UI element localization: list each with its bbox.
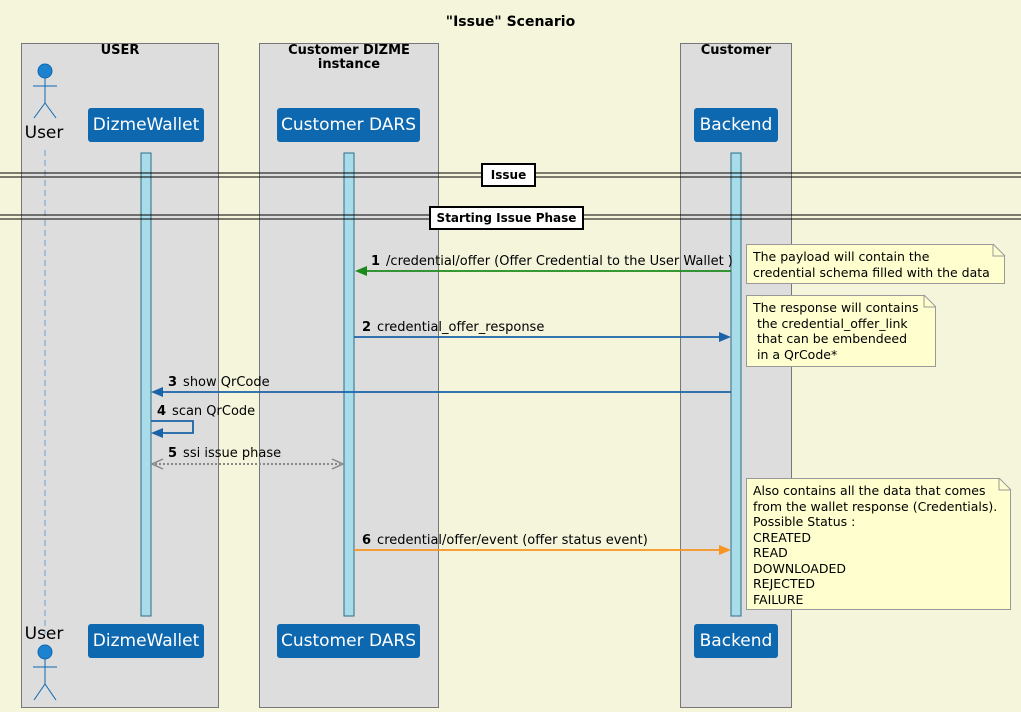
- note-response: The response will contains the credentia…: [746, 295, 936, 367]
- diagram-title: "Issue" Scenario: [445, 14, 576, 30]
- participant-wallet-bottom: DizmeWallet: [88, 624, 204, 658]
- box-user: USER: [21, 43, 219, 708]
- participant-backend-top: Backend: [694, 108, 778, 142]
- msg-3-num: 3: [168, 375, 178, 390]
- arrow-msg-4: [151, 420, 194, 438]
- msg-3-label: 3 show QrCode: [168, 375, 270, 390]
- msg-5-label: 5 ssi issue phase: [168, 446, 281, 461]
- msg-1-num: 1: [371, 254, 381, 269]
- note-status: Also contains all the data that comes fr…: [746, 478, 1011, 610]
- arrow-msg-6: [354, 545, 731, 555]
- user-actor-icon-bottom: [33, 644, 57, 701]
- user-actor-icon-top: [33, 63, 57, 119]
- arrow-msg-5: [150, 458, 345, 470]
- msg-4-label: 4 scan QrCode: [157, 404, 255, 419]
- arrow-msg-2: [354, 332, 731, 342]
- divider-issue: Issue: [481, 163, 536, 187]
- msg-2-num: 2: [362, 320, 372, 335]
- participant-dars-top: Customer DARS: [277, 108, 420, 142]
- dars-activation: [343, 152, 355, 617]
- note-status-fold: [998, 478, 1011, 491]
- msg-1-text: /credential/offer (Offer Credential to t…: [386, 254, 733, 269]
- user-actor-label-top: User: [24, 123, 64, 143]
- note-payload: The payload will contain the credential …: [746, 244, 1005, 284]
- box-customer-title: Customer: [700, 43, 772, 58]
- backend-activation: [730, 152, 742, 617]
- msg-3-text: show QrCode: [183, 375, 270, 390]
- msg-6-label: 6 credential/offer/event (offer status ev…: [362, 533, 648, 548]
- participant-backend-bottom: Backend: [694, 624, 778, 658]
- note-response-fold: [923, 295, 936, 308]
- msg-2-label: 2 credential_offer_response: [362, 320, 544, 335]
- box-user-title: USER: [100, 43, 140, 58]
- msg-4-text: scan QrCode: [172, 404, 256, 419]
- participant-dars-bottom: Customer DARS: [277, 624, 420, 658]
- msg-2-text: credential_offer_response: [377, 320, 545, 335]
- divider-starting-issue-phase: Starting Issue Phase: [429, 206, 584, 230]
- wallet-activation: [140, 152, 152, 617]
- msg-4-num: 4: [157, 404, 167, 419]
- msg-6-num: 6: [362, 533, 372, 548]
- user-actor-label-bottom: User: [24, 624, 64, 644]
- arrow-msg-3: [151, 387, 731, 397]
- msg-6-text: credential/offer/event (offer status eve…: [377, 533, 648, 548]
- participant-wallet-top: DizmeWallet: [88, 108, 204, 142]
- arrow-msg-1: [355, 266, 731, 276]
- note-payload-fold: [992, 244, 1005, 257]
- msg-5-text: ssi issue phase: [183, 446, 282, 461]
- box-dizme-title: Customer DIZME instance: [288, 43, 410, 72]
- msg-1-label: 1/credential/offer (Offer Credential to …: [371, 254, 733, 269]
- msg-5-num: 5: [168, 446, 178, 461]
